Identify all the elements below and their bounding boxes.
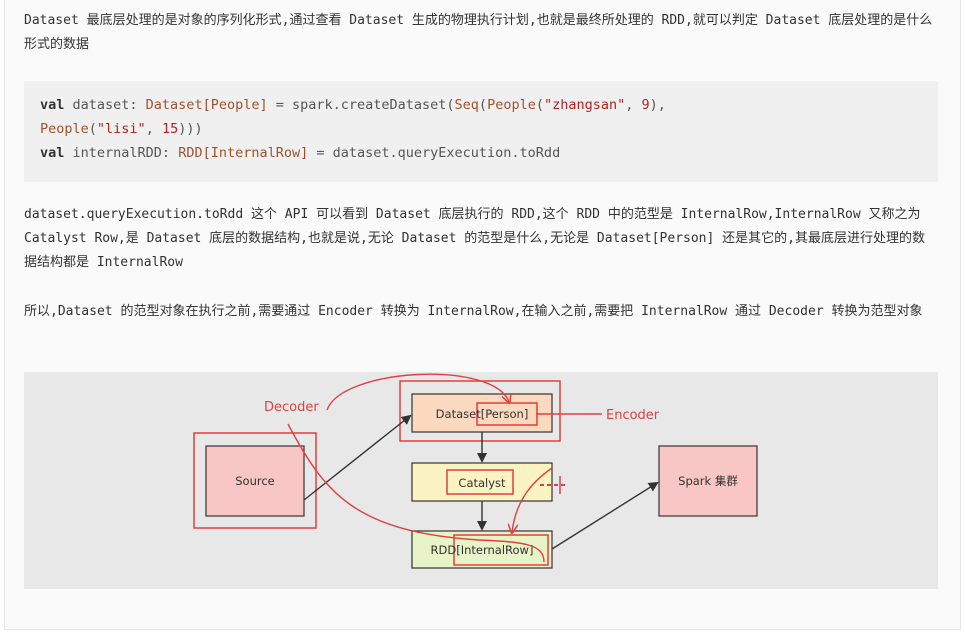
code-text: ), — [649, 97, 666, 113]
code-text: dataset: — [64, 97, 146, 113]
catalyst-highlight — [446, 469, 514, 495]
code-type: People — [487, 97, 536, 113]
code-type: Seq — [454, 97, 479, 113]
spark-cluster-label: Spark 集群 — [678, 474, 738, 488]
code-type: RDD[InternalRow] — [178, 145, 309, 161]
internalrow-highlight — [453, 534, 549, 566]
code-text: = dataset.queryExecution.toRdd — [308, 145, 561, 161]
code-text: ( — [88, 121, 97, 137]
encoder-label: Encoder — [606, 408, 660, 423]
code-string: "zhangsan" — [543, 97, 626, 113]
source-box — [205, 445, 305, 517]
code-string: "lisi" — [96, 121, 146, 137]
code-number: 15 — [161, 121, 179, 137]
source-label: Source — [235, 474, 275, 488]
rdd-label: RDD[InternalRow] — [431, 543, 534, 557]
paragraph-encoder-decoder: 所以,Dataset 的范型对象在执行之前,需要通过 Encoder 转换为 I… — [24, 304, 923, 319]
code-text: = spark.createDataset( — [267, 97, 455, 113]
code-type: People — [40, 121, 89, 137]
code-type: Dataset[People] — [145, 97, 268, 113]
code-number: 9 — [641, 97, 650, 113]
code-text: , — [145, 121, 162, 137]
code-text: ( — [535, 97, 544, 113]
dataset-label: Dataset[Person] — [436, 407, 529, 421]
code-keyword: val — [40, 97, 65, 113]
source-annotation-frame — [193, 432, 317, 529]
decoder-label: Decoder — [264, 400, 319, 415]
catalyst-label: Catalyst — [458, 476, 506, 490]
code-block: val dataset: Dataset[People] = spark.cre… — [24, 81, 938, 182]
arrow-rdd-to-spark — [551, 481, 659, 550]
arrow-source-to-dataset — [303, 414, 412, 501]
paragraph-dataset-intro: Dataset 最底层处理的是对象的序列化形式,通过查看 Dataset 生成的… — [24, 13, 933, 52]
code-text: ( — [478, 97, 488, 113]
code-text: ))) — [178, 121, 203, 137]
diagram-panel: Source Dataset[Person] Catalyst RDD[Inte… — [24, 372, 938, 589]
decoder-curve-bottom — [287, 423, 545, 563]
code-keyword: val — [40, 145, 65, 161]
encoder-curve — [512, 467, 553, 532]
rdd-box — [411, 530, 553, 569]
code-text: internalRDD: — [64, 145, 179, 161]
code-text: , — [625, 97, 642, 113]
dataset-flow-diagram: Source Dataset[Person] Catalyst RDD[Inte… — [193, 373, 758, 569]
spark-cluster-box — [658, 445, 758, 517]
paragraph-internalrow: dataset.queryExecution.toRdd 这个 API 可以看到… — [24, 207, 929, 270]
decoder-curve-top — [326, 373, 509, 411]
